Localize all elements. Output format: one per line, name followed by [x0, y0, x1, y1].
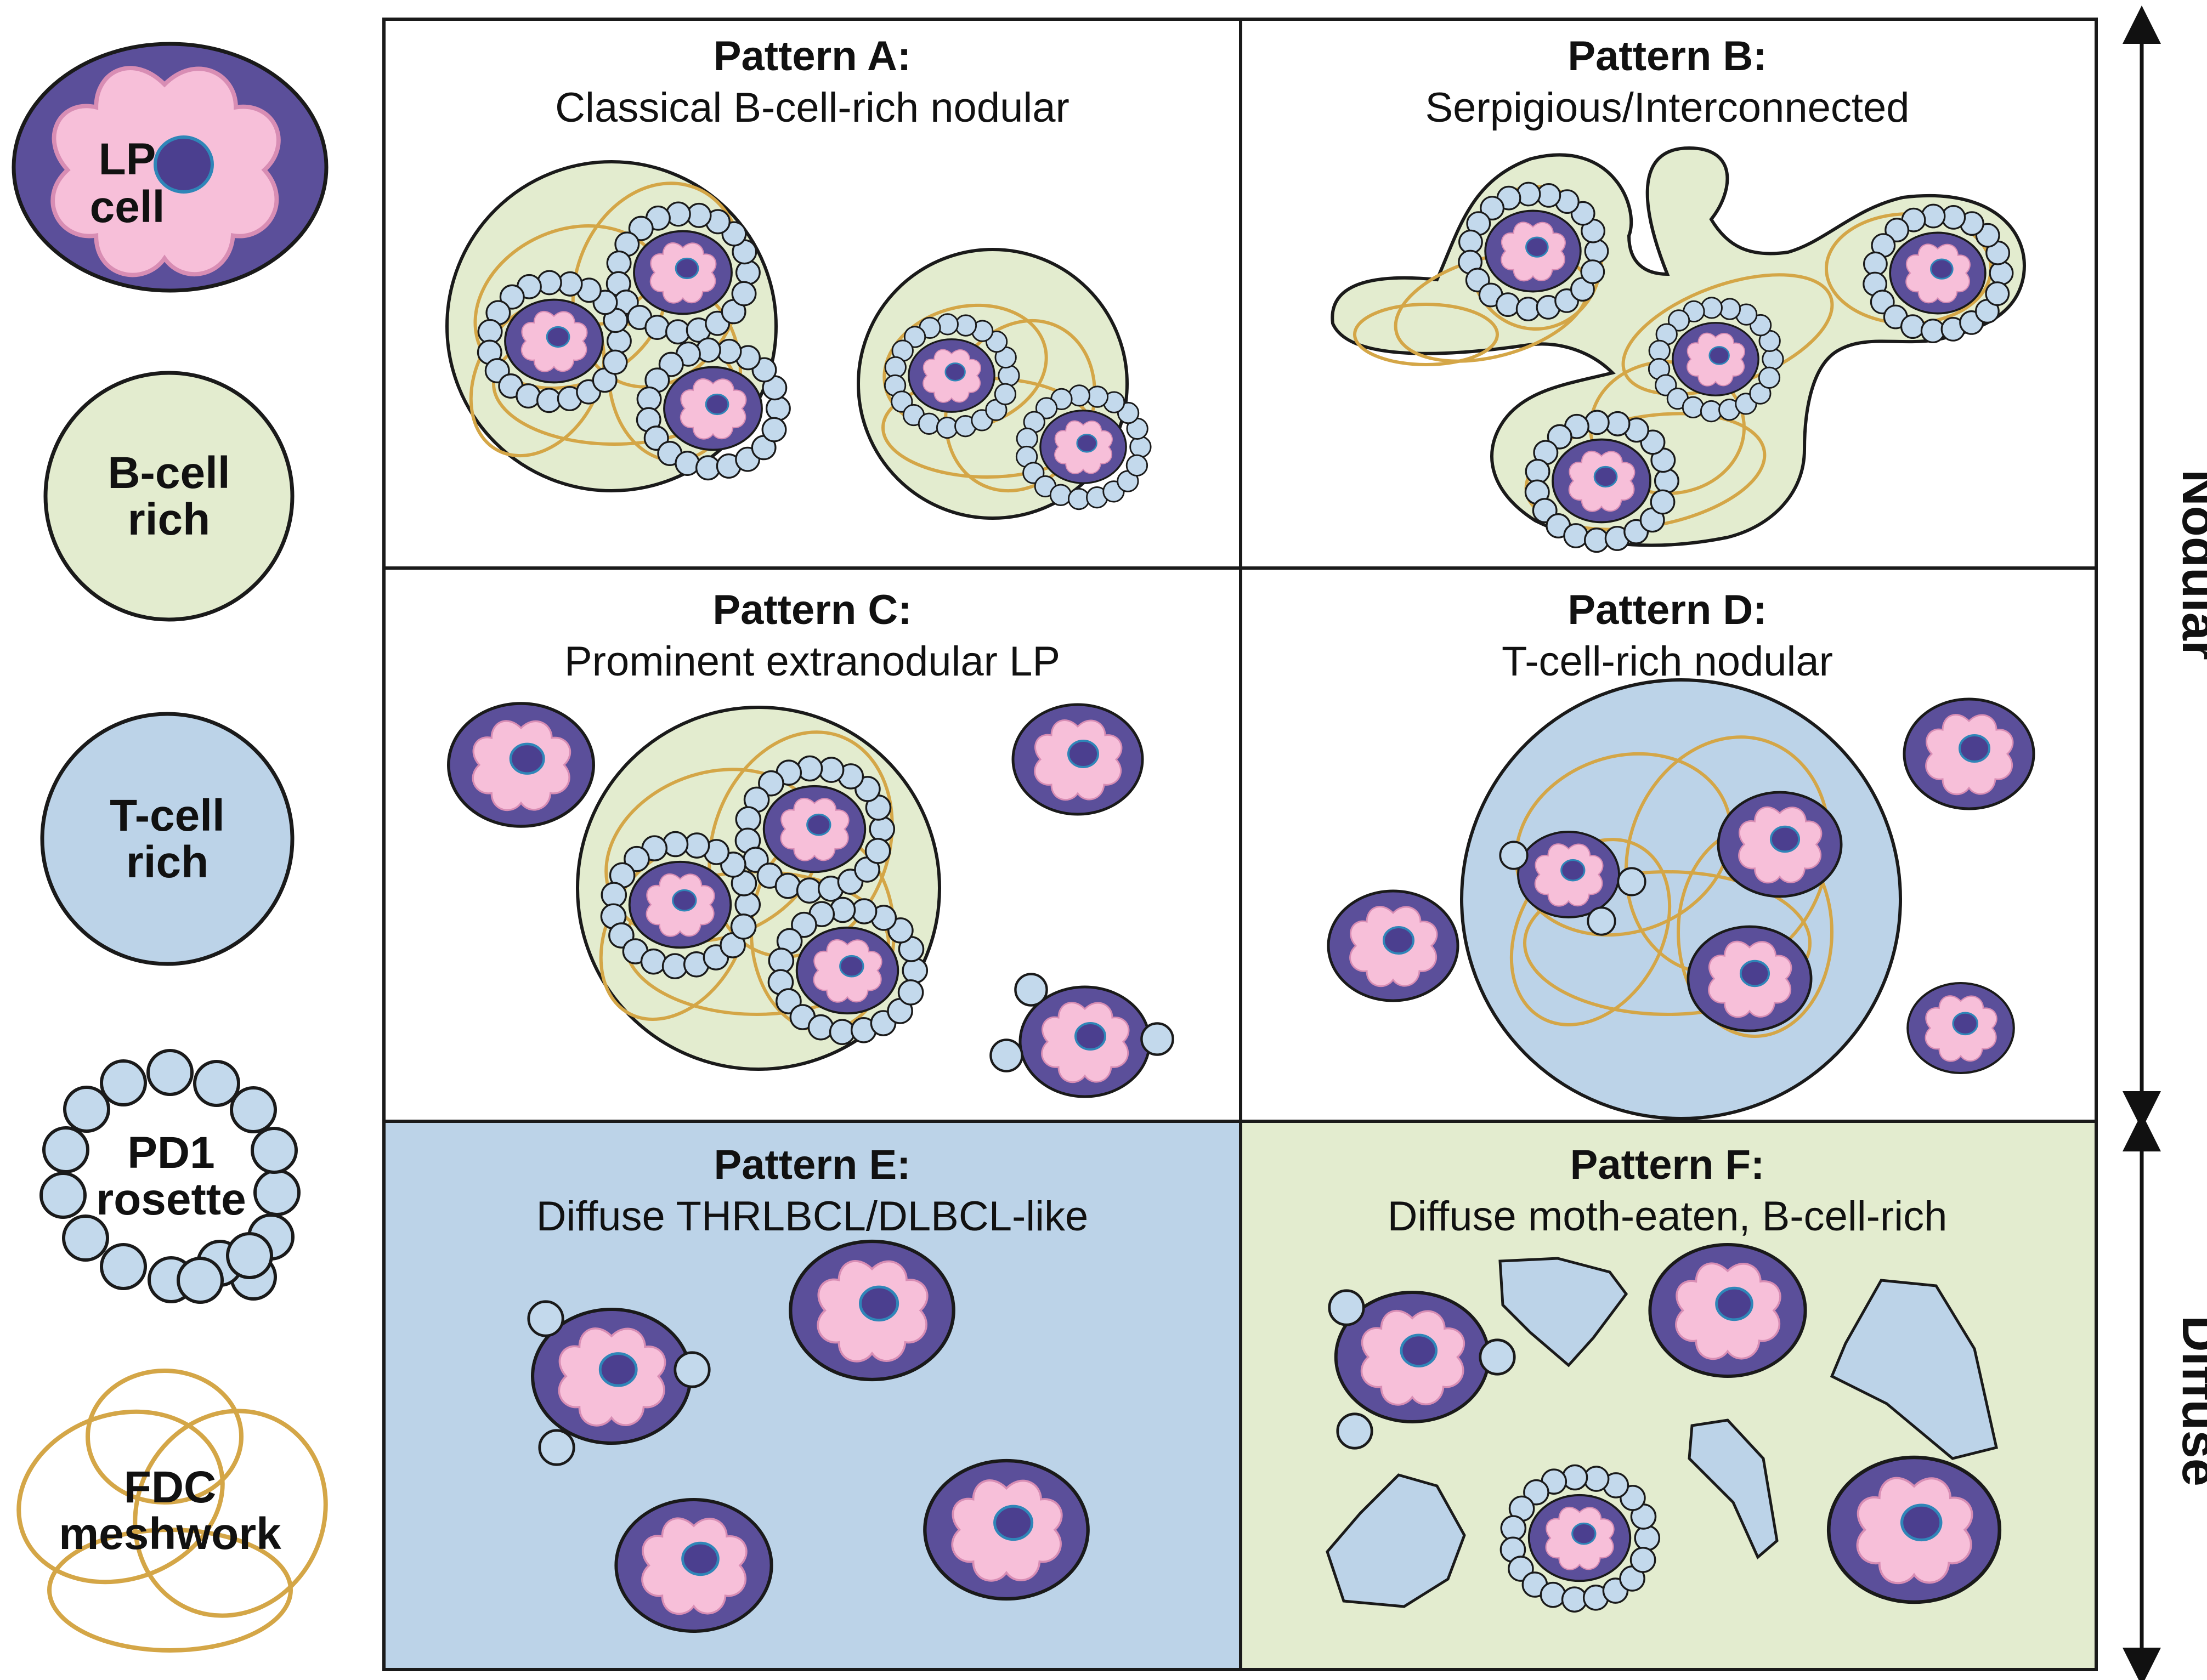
- axis-label-diffuse: Diffuse: [2172, 1315, 2207, 1486]
- panel-f-lp-cell: [1829, 1457, 2000, 1602]
- legend-t-cell-rich: T-cell rich: [40, 712, 295, 966]
- legend-fdc-label-2: meshwork: [59, 1509, 281, 1559]
- panel-c-title: Pattern C:: [712, 587, 912, 633]
- panel-d-lp-cell: [1908, 983, 2014, 1073]
- legend-b-label-2: rich: [128, 495, 210, 544]
- panel-a-subtitle: Classical B-cell-rich nodular: [555, 84, 1069, 131]
- legend-lp-label-2: cell: [90, 182, 165, 232]
- panel-f-title: Pattern F:: [1570, 1142, 1765, 1188]
- panel-e-lp-cell: [925, 1461, 1088, 1599]
- panel-e-subtitle: Diffuse THRLBCL/DLBCL-like: [536, 1193, 1089, 1240]
- panel-e-background: [384, 1121, 1241, 1670]
- panel-f-subtitle: Diffuse moth-eaten, B-cell-rich: [1388, 1193, 1948, 1240]
- legend-pd1-label-1: PD1: [127, 1128, 215, 1178]
- panel-c-lp-cell: [449, 703, 593, 826]
- panel-a: Pattern A: Classical B-cell-rich nodular: [445, 33, 1151, 520]
- legend-lp-label-1: LP: [99, 134, 156, 184]
- panel-d-lp-cell: [1904, 699, 2034, 809]
- legend-pd1-label-2: rosette: [96, 1174, 246, 1224]
- panel-b-title: Pattern B:: [1567, 33, 1767, 80]
- panel-b: Pattern B: Serpigious/Interconnected: [1331, 33, 2026, 552]
- panel-f-t-cell-patches: [1326, 1257, 1998, 1608]
- panel-d-subtitle: T-cell-rich nodular: [1502, 638, 1833, 685]
- diffuse-axis: Diffuse: [2123, 1113, 2207, 1680]
- panel-d-lp-cell: [1328, 891, 1458, 1001]
- legend-b-cell-rich: B-cell rich: [43, 371, 295, 622]
- panel-e: Pattern E: Diffuse THRLBCL/DLBCL-like: [529, 1142, 1089, 1631]
- legend-t-label-1: T-cell: [110, 791, 225, 841]
- panel-b-subtitle: Serpigious/Interconnected: [1425, 84, 1909, 131]
- panel-f: Pattern F: Diffuse moth-eaten, B-cell-ri…: [1326, 1142, 2000, 1611]
- panel-grid: [382, 18, 2098, 1671]
- nodular-axis: Nodular: [2123, 5, 2207, 1130]
- legend-b-label-1: B-cell: [107, 448, 230, 498]
- panel-c-lp-cell: [1013, 705, 1142, 814]
- legend-fdc-label-1: FDC: [124, 1462, 217, 1512]
- legend-lp-cell: LP cell: [12, 42, 329, 293]
- panel-a-title: Pattern A:: [714, 33, 911, 80]
- panel-e-lp-cell: [790, 1241, 953, 1380]
- legend-fdc-meshwork: FDC meshwork: [16, 1369, 328, 1653]
- legend-t-label-2: rich: [126, 837, 208, 887]
- panel-d-title: Pattern D:: [1567, 587, 1767, 633]
- panel-e-lp-cell: [616, 1500, 771, 1631]
- panel-c: Pattern C: Prominent extranodular LP: [449, 587, 1173, 1097]
- panel-c-subtitle: Prominent extranodular LP: [564, 638, 1060, 685]
- legend-pd1-rosette: PD1 rosette: [39, 1049, 301, 1304]
- panel-d: Pattern D: T-cell-rich nodular: [1328, 587, 2034, 1120]
- panel-f-lp-cell: [1650, 1245, 1805, 1376]
- panel-e-title: Pattern E:: [714, 1142, 911, 1188]
- axis-label-nodular: Nodular: [2172, 469, 2207, 660]
